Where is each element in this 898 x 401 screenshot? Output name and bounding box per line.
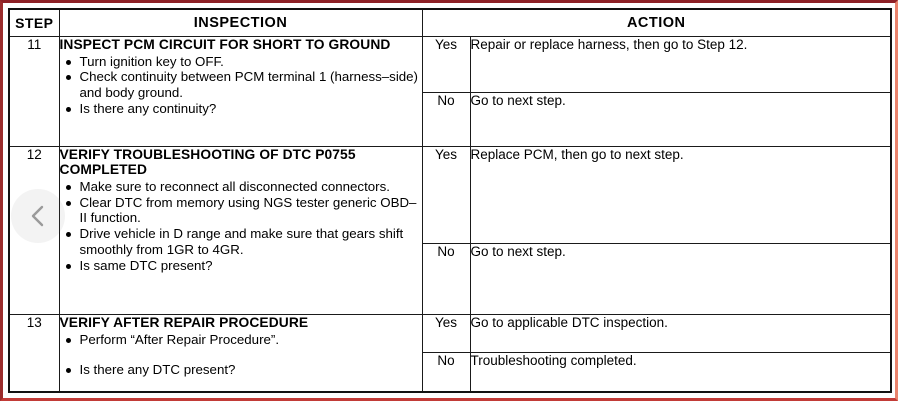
list-item-text: Check continuity between PCM terminal 1 … bbox=[79, 69, 419, 100]
result-label-no: No bbox=[421, 92, 471, 147]
list-item: Check continuity between PCM terminal 1 … bbox=[60, 69, 422, 100]
inspection-bullet-list: Turn ignition key to OFF. Check continui… bbox=[60, 54, 422, 117]
list-item-text: Drive vehicle in D range and make sure t… bbox=[79, 226, 404, 257]
inspection-title: VERIFY TROUBLESHOOTING OF DTC P0755 COMP… bbox=[59, 146, 356, 178]
table-header: STEP INSPECTION ACTION bbox=[8, 8, 892, 37]
list-item-text: Is same DTC present? bbox=[79, 257, 213, 273]
troubleshooting-table: STEP INSPECTION ACTION 11 INSPECT PCM CI… bbox=[8, 8, 892, 393]
action-cell: Troubleshooting completed. bbox=[469, 351, 892, 393]
inspection-bullet-list: Make sure to reconnect all disconnected … bbox=[60, 179, 422, 273]
column-header-inspection: INSPECTION bbox=[58, 8, 423, 37]
step-number-cell: 11 bbox=[8, 36, 60, 147]
step-number-cell: 13 bbox=[8, 314, 60, 393]
list-item: Is there any continuity? bbox=[60, 101, 422, 117]
bullet-icon bbox=[65, 200, 71, 206]
action-cell: Replace PCM, then go to next step. bbox=[469, 145, 892, 244]
result-label-yes: Yes bbox=[421, 145, 471, 244]
bullet-icon bbox=[65, 185, 71, 191]
bullet-icon bbox=[65, 106, 71, 112]
action-cell: Go to next step. bbox=[469, 242, 892, 316]
list-item: Make sure to reconnect all disconnected … bbox=[60, 179, 422, 195]
inspection-title: VERIFY AFTER REPAIR PROCEDURE bbox=[59, 315, 309, 331]
list-item-text: Clear DTC from memory using NGS tester g… bbox=[79, 194, 417, 226]
result-label-yes: Yes bbox=[421, 314, 471, 353]
table-row: No Go to next step. bbox=[9, 92, 892, 147]
bullet-icon bbox=[65, 263, 71, 269]
inspection-title: INSPECT PCM CIRCUIT FOR SHORT TO GROUND bbox=[59, 37, 391, 52]
bullet-icon bbox=[65, 367, 71, 373]
inspection-cell: VERIFY AFTER REPAIR PROCEDURE Perform “A… bbox=[58, 314, 423, 393]
table-row: No Troubleshooting completed. bbox=[9, 351, 892, 393]
list-item: Is there any DTC present? bbox=[60, 362, 422, 378]
list-item: Perform “After Repair Procedure”. bbox=[60, 332, 422, 348]
list-item: Drive vehicle in D range and make sure t… bbox=[60, 226, 422, 257]
table-body: 11 INSPECT PCM CIRCUIT FOR SHORT TO GROU… bbox=[8, 35, 892, 393]
list-item-text: Is there any DTC present? bbox=[79, 361, 236, 377]
result-label-no: No bbox=[421, 242, 471, 316]
result-label-no: No bbox=[421, 351, 471, 393]
list-item-text: Turn ignition key to OFF. bbox=[79, 53, 224, 69]
list-item-text: Is there any continuity? bbox=[79, 100, 217, 116]
previous-page-button[interactable] bbox=[11, 189, 65, 243]
column-header-step: STEP bbox=[8, 8, 60, 37]
inspection-cell: INSPECT PCM CIRCUIT FOR SHORT TO GROUND … bbox=[58, 36, 423, 147]
list-item-text: Perform “After Repair Procedure”. bbox=[79, 331, 280, 347]
inspection-bullet-list: Perform “After Repair Procedure”. Is the… bbox=[60, 332, 422, 377]
table-row: 12 VERIFY TROUBLESHOOTING OF DTC P0755 C… bbox=[8, 145, 892, 316]
chevron-left-icon bbox=[27, 203, 49, 229]
document-sheet: STEP INSPECTION ACTION 11 INSPECT PCM CI… bbox=[3, 3, 895, 398]
bullet-icon bbox=[65, 75, 71, 81]
action-cell: Go to applicable DTC inspection. bbox=[469, 314, 892, 353]
action-cell: Repair or replace harness, then go to St… bbox=[469, 35, 892, 94]
table-row: 13 VERIFY AFTER REPAIR PROCEDURE Perform… bbox=[8, 314, 892, 393]
result-label-yes: Yes bbox=[421, 35, 471, 94]
list-item: Turn ignition key to OFF. bbox=[60, 54, 422, 70]
inspection-cell: VERIFY TROUBLESHOOTING OF DTC P0755 COMP… bbox=[58, 145, 423, 316]
step-number-cell: 12 bbox=[8, 145, 60, 316]
list-item: Is same DTC present? bbox=[60, 258, 422, 274]
table-row: 11 INSPECT PCM CIRCUIT FOR SHORT TO GROU… bbox=[8, 35, 892, 147]
column-header-action: ACTION bbox=[421, 8, 892, 37]
header-row: STEP INSPECTION ACTION bbox=[8, 8, 892, 37]
bullet-icon bbox=[65, 337, 71, 343]
action-cell: Go to next step. bbox=[469, 92, 892, 147]
list-item-text: Make sure to reconnect all disconnected … bbox=[79, 179, 390, 195]
table-row: No Go to next step. bbox=[9, 242, 892, 316]
bullet-icon bbox=[65, 59, 71, 65]
list-item: Clear DTC from memory using NGS tester g… bbox=[60, 195, 422, 226]
bullet-icon bbox=[65, 232, 71, 238]
